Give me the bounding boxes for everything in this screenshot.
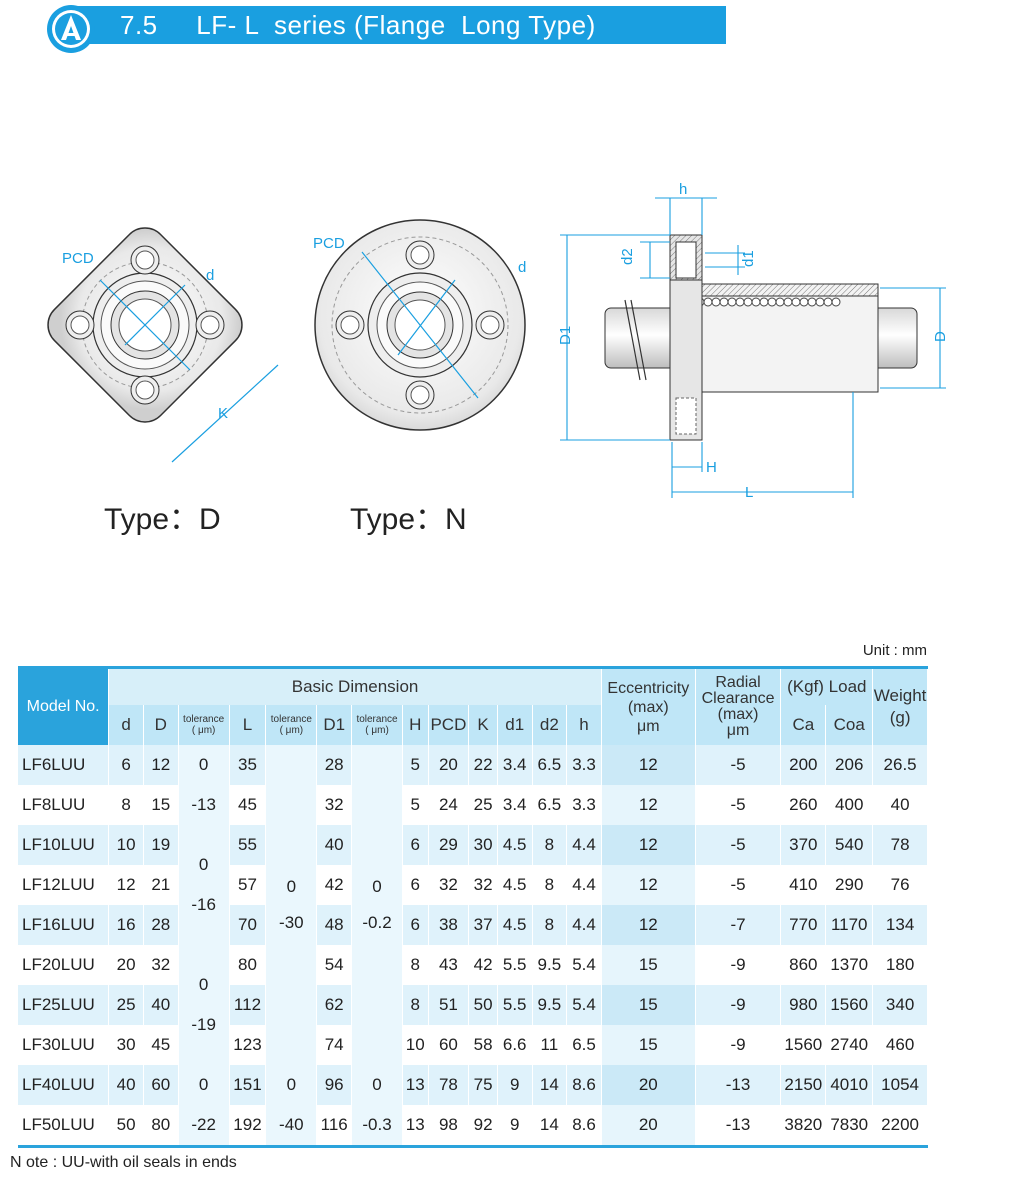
svg-text:PCD: PCD [313,235,345,252]
svg-text:d2: d2 [619,248,636,265]
footnote: N ote : UU-with oil seals in ends [10,1154,237,1171]
header-PCD: PCD [428,705,470,745]
table-row: LF40LUU 40 60 0-22 151 0-40 96 0-0.3 13 … [18,1065,928,1147]
header-d1: d1 [497,705,533,745]
tol-d-group-4: 0-22 [178,1065,230,1147]
svg-text:D: D [932,331,949,342]
tol-D1-group-1: 0-0.2 [351,745,404,1065]
type-d-drawing: PCD d K [47,227,279,463]
header-ca: Ca [780,705,827,745]
svg-text:d: d [206,267,214,284]
table-row: LF16LUU 16 28 70 48 6 38 37 4.5 8 4.4 12… [18,905,928,945]
svg-text:d: d [518,259,526,276]
header-tolerance-d: tolerance( μm) [178,705,230,745]
table-row: LF6LUU 6 12 0-13 35 0-30 28 0-0.2 5 20 2… [18,745,928,1065]
table-row: LF8LUU 8 15 45 32 5 24 25 3.4 6.5 3.3 12… [18,785,928,825]
type-n-drawing: PCD d [313,219,526,431]
spec-table: Model No. Basic Dimension Eccentricity(m… [18,666,928,1148]
header-tolerance-D1: tolerance( μm) [351,705,404,745]
header-d: d [108,705,144,745]
header-d2: d2 [532,705,568,745]
header-H: H [402,705,429,745]
table-row: LF12LUU 12 21 57 42 6 32 32 4.5 8 4.4 12… [18,865,928,905]
side-view-drawing: h d2 d1 D1 D H L [557,181,949,501]
svg-text:d1: d1 [740,250,757,267]
svg-text:h: h [679,181,687,198]
header-basic-dimension: Basic Dimension [108,667,602,705]
table-row: LF10LUU 10 19 0-16 55 40 6 29 30 4.5 8 4… [18,825,928,945]
section-header: 7.5 LF- L series (Flange Long Type) [46,4,726,53]
table-row: LF20LUU 20 32 0-19 80 54 8 43 42 5.5 9.5… [18,945,928,1065]
header-h: h [566,705,602,745]
svg-text:K: K [218,405,228,422]
tol-D1-group-2: 0-0.3 [351,1065,404,1147]
header-bar [76,6,726,44]
svg-text:H: H [706,459,717,476]
svg-text:PCD: PCD [62,250,94,267]
tol-d-group-1: 0-13 [178,745,230,825]
header-model: Model No. [18,667,110,745]
table-row: LF50LUU 50 80 192 116 13 98 92 9 14 8.6 … [18,1105,928,1147]
header-weight: Weight(g) [872,667,928,745]
header-tolerance-L: tolerance( μm) [265,705,318,745]
type-n-label: Type：N [350,503,467,536]
tol-d-group-2: 0-16 [178,825,230,945]
tol-d-group-3: 0-19 [178,945,230,1065]
brand-logo-icon [47,5,95,53]
table-row: LF30LUU 30 45 123 74 10 60 58 6.6 11 6.5… [18,1025,928,1065]
header-D1: D1 [316,705,353,745]
header-load: (Kgf) Load [780,667,874,705]
table-row: LF25LUU 25 40 112 62 8 51 50 5.5 9.5 5.4… [18,985,928,1025]
tol-L-group-2: 0-40 [265,1065,318,1147]
tol-L-group-1: 0-30 [265,745,318,1065]
header-K: K [468,705,498,745]
technical-drawings: PCD d K PCD d [47,181,949,501]
section-title: 7.5 LF- L series (Flange Long Type) [120,10,596,40]
header-eccentricity: Eccentricity(max)μm [601,667,696,745]
type-d-label: Type：D [104,503,221,536]
svg-text:D1: D1 [557,326,574,345]
header-coa: Coa [825,705,874,745]
svg-text:L: L [745,484,753,501]
header-D: D [143,705,179,745]
unit-label: Unit : mm [862,642,927,659]
header-L: L [229,705,267,745]
